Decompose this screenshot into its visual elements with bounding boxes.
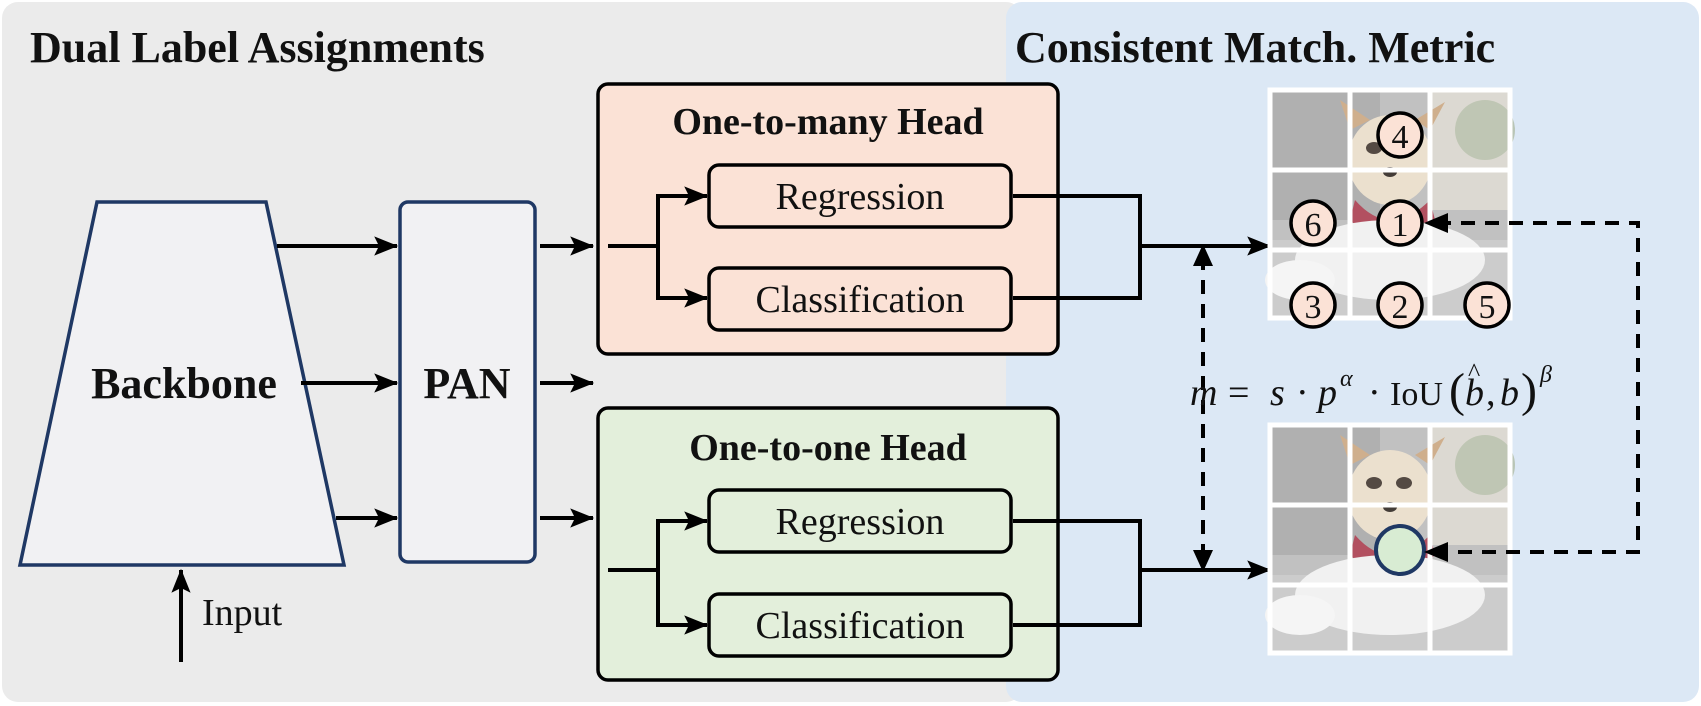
- svg-text:1: 1: [1392, 207, 1409, 244]
- match-dashed-loop: [1437, 221, 1640, 554]
- svg-text:(: (: [1449, 364, 1465, 417]
- svg-text:β: β: [1539, 362, 1552, 388]
- one-to-many-split-lines: [608, 196, 660, 298]
- one-to-one-regression-label: Regression: [776, 501, 945, 543]
- selected-anchor-marker: [1374, 524, 1426, 576]
- one-to-one-split-lines: [608, 521, 660, 625]
- svg-text:b: b: [1465, 372, 1484, 414]
- input-label: Input: [202, 592, 283, 634]
- svg-text:p: p: [1315, 372, 1337, 414]
- pan-block: [398, 200, 537, 564]
- svg-text:m: m: [1190, 372, 1217, 414]
- marker-3: 3: [1289, 281, 1337, 329]
- marker-6: 6: [1289, 199, 1337, 247]
- match-arrowhead-bottom: [1424, 542, 1448, 562]
- svg-text:^: ^: [1468, 358, 1480, 387]
- svg-text:=: =: [1228, 372, 1249, 414]
- svg-text:4: 4: [1392, 119, 1409, 156]
- svg-text:IoU: IoU: [1390, 376, 1443, 413]
- svg-text:2: 2: [1392, 289, 1409, 326]
- svg-text:·: ·: [1296, 372, 1309, 414]
- svg-text:6: 6: [1305, 207, 1322, 244]
- backbone-block: [17, 200, 347, 567]
- svg-text:s: s: [1270, 372, 1285, 414]
- right-panel: [1006, 2, 1699, 702]
- one-to-one-head-title: One-to-one Head: [689, 427, 967, 469]
- svg-text:5: 5: [1479, 289, 1496, 326]
- consistency-arrowhead-top: [1193, 244, 1213, 266]
- one-to-many-classification-box: [707, 266, 1013, 332]
- one-to-one-classification-label: Classification: [756, 605, 965, 647]
- svg-text:): ): [1521, 364, 1537, 417]
- one-to-many-regression-label: Regression: [776, 176, 945, 218]
- svg-text:b: b: [1500, 372, 1519, 414]
- one-to-one-regression-box: [707, 488, 1013, 554]
- backbone-label: Backbone: [91, 359, 277, 408]
- svg-text:,: ,: [1486, 372, 1496, 414]
- one-to-one-classification-box: [707, 592, 1013, 658]
- one-to-many-head-title: One-to-many Head: [672, 101, 983, 143]
- marker-4: 4: [1376, 111, 1424, 159]
- one-to-many-regression-box: [707, 163, 1013, 229]
- one-to-many-classification-label: Classification: [756, 279, 965, 321]
- svg-text:3: 3: [1305, 289, 1322, 326]
- matching-metric-formula: m = s · p α · IoU ( b ^ , b ) β: [1190, 358, 1552, 417]
- left-panel-title: Dual Label Assignments: [30, 23, 485, 72]
- pan-label: PAN: [423, 359, 510, 408]
- marker-2: 2: [1376, 281, 1424, 329]
- consistency-arrowhead-bottom: [1193, 550, 1213, 572]
- match-arrowhead-top: [1424, 213, 1448, 233]
- marker-1: 1: [1376, 199, 1424, 247]
- one-to-one-merge-lines: [1013, 519, 1142, 627]
- right-panel-title: Consistent Match. Metric: [1015, 23, 1495, 72]
- marker-5: 5: [1463, 281, 1511, 329]
- svg-text:·: ·: [1368, 372, 1381, 414]
- svg-text:α: α: [1340, 366, 1353, 392]
